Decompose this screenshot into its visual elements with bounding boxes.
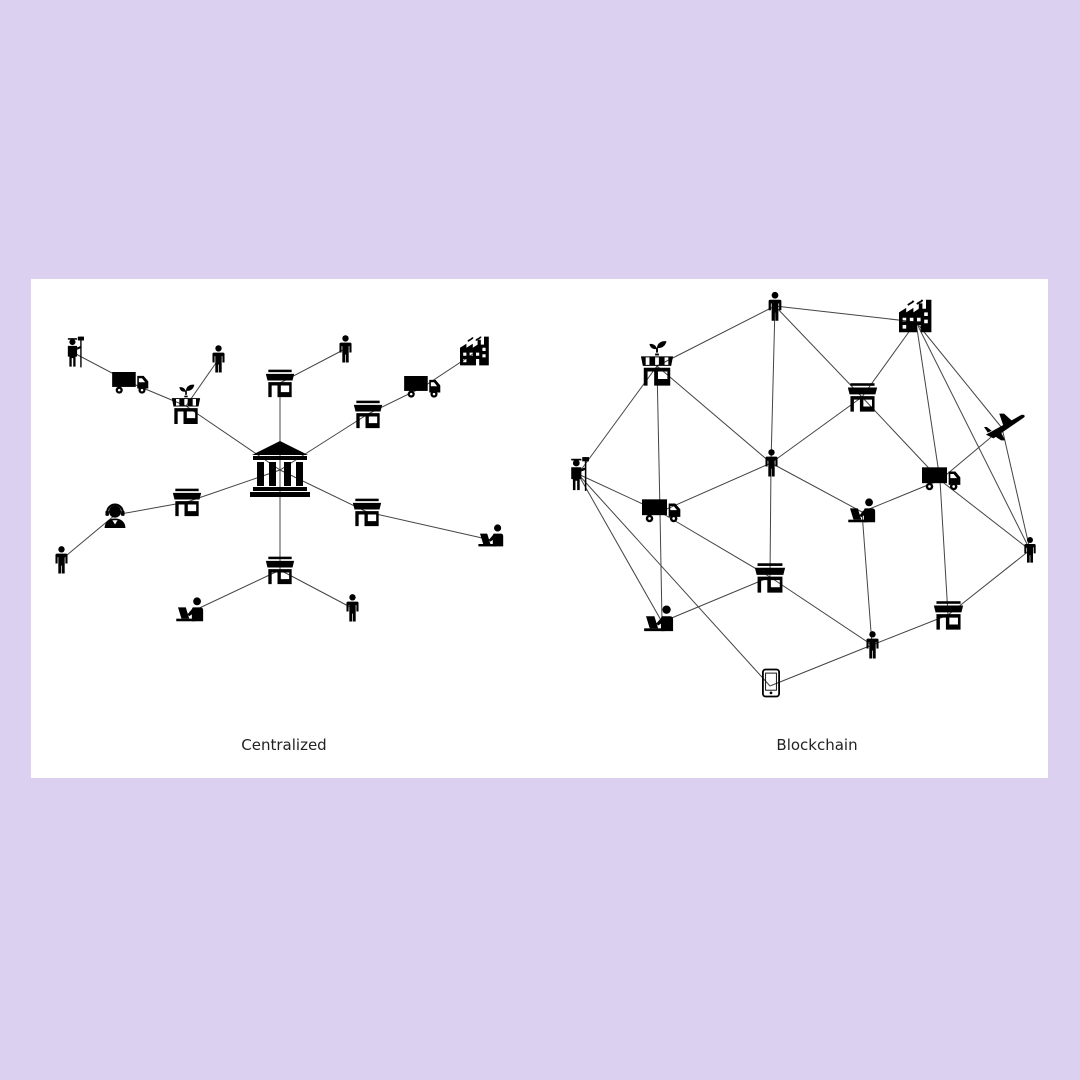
- person-icon: [346, 594, 359, 622]
- person-icon: [866, 631, 879, 659]
- centralized-caption: Centralized: [241, 736, 327, 754]
- factory-icon: [460, 336, 490, 366]
- truck-icon: [642, 499, 681, 523]
- laptop-user-icon: [478, 524, 504, 547]
- plant-shop-icon: [640, 340, 674, 386]
- shop-icon: [933, 601, 964, 630]
- truck-icon: [922, 467, 961, 491]
- laptop-user-icon: [848, 498, 876, 523]
- shop-icon: [352, 498, 382, 527]
- farmer-icon: [67, 336, 84, 368]
- farmer-icon: [570, 456, 589, 492]
- diagram-panel: [31, 279, 1048, 778]
- headset-person-icon: [103, 503, 127, 528]
- smartphone-icon: [762, 668, 780, 698]
- blockchain-caption: Blockchain: [776, 736, 858, 754]
- shop-icon: [353, 400, 383, 429]
- laptop-user-icon: [176, 597, 204, 622]
- truck-icon: [112, 372, 149, 394]
- person-icon: [212, 345, 225, 373]
- blockchain-nodes: [570, 291, 1036, 698]
- person-icon: [1024, 537, 1036, 563]
- laptop-user-icon: [644, 605, 674, 632]
- plant-shop-icon: [171, 384, 201, 424]
- person-icon: [765, 449, 778, 477]
- shop-icon: [265, 369, 295, 398]
- factory-icon: [899, 298, 933, 334]
- person-icon: [55, 546, 68, 574]
- person-icon: [339, 335, 352, 363]
- shop-icon: [172, 488, 202, 517]
